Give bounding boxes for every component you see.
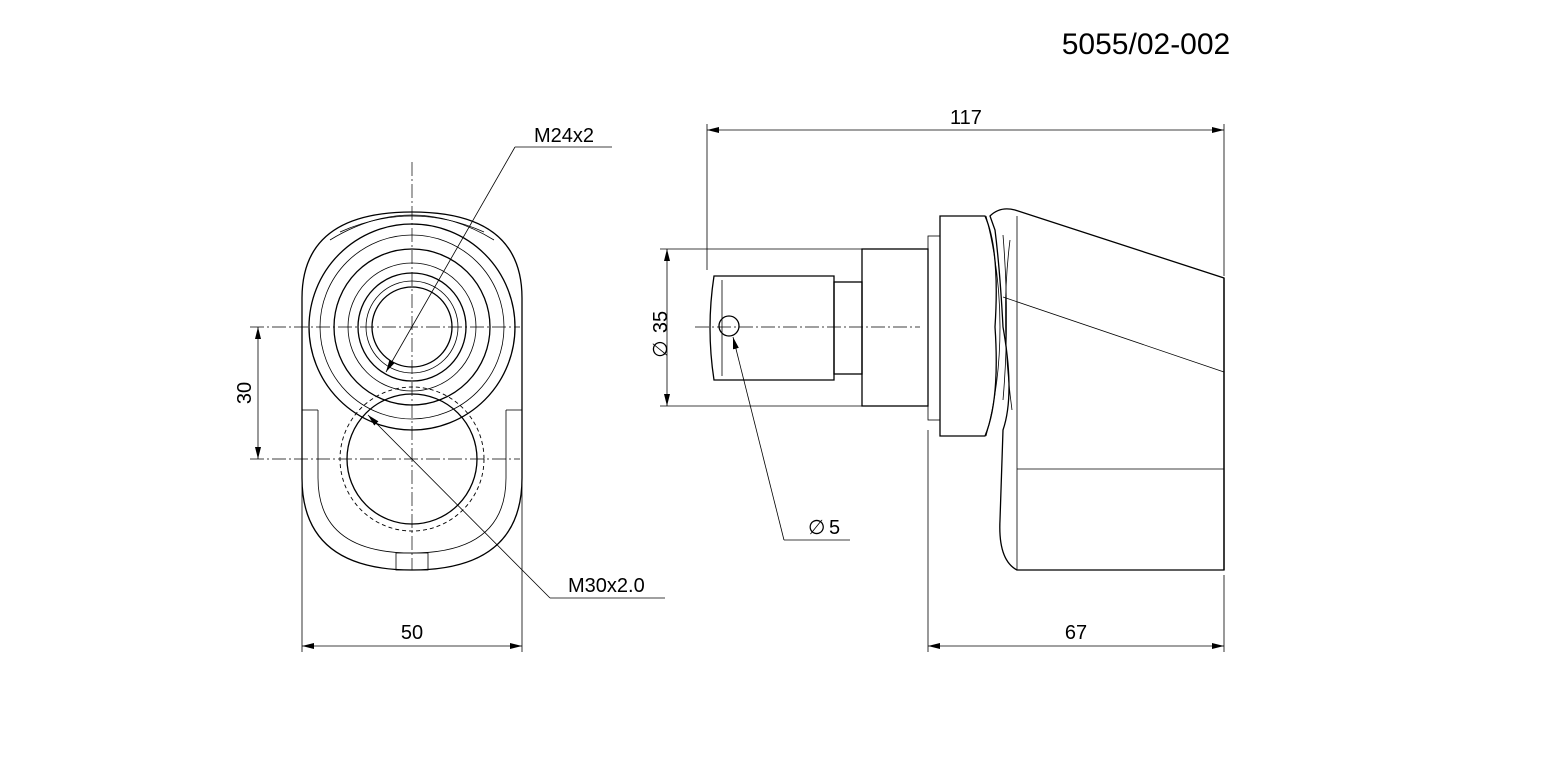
front-ring-3 xyxy=(333,248,491,406)
dim-30-label: 30 xyxy=(234,382,256,404)
dim-35-symbol: ∅ xyxy=(650,340,672,357)
outlet-thread-label: M24x2 xyxy=(534,125,594,147)
side-flange-inner xyxy=(985,215,1001,437)
outlet-thread-leader xyxy=(385,146,516,373)
front-ring-outer xyxy=(308,223,516,431)
inlet-thread-leader xyxy=(367,414,551,599)
side-stem-pin xyxy=(709,275,835,381)
front-ring-5 xyxy=(357,272,467,382)
side-body-outline xyxy=(989,208,1225,571)
dim-5-leader xyxy=(732,336,785,541)
dim-117-label: 117 xyxy=(950,107,982,129)
front-bottom-tab xyxy=(395,552,429,571)
front-inlet-thread-hidden xyxy=(339,386,485,532)
front-housing-outline xyxy=(301,211,523,571)
dim-50-label: 50 xyxy=(401,622,423,644)
front-ring-4 xyxy=(347,262,477,392)
dim-5-symbol: ∅ xyxy=(808,517,825,539)
front-top-collar-inner xyxy=(339,215,485,233)
front-ring-bore xyxy=(371,286,453,368)
side-washer xyxy=(927,235,941,421)
front-ring-2 xyxy=(319,234,505,420)
side-flange xyxy=(939,215,997,437)
front-ring-6 xyxy=(365,280,459,374)
side-body-twist-right xyxy=(1005,239,1013,411)
dim-5-label: 5 xyxy=(829,517,840,539)
side-body-twist-left xyxy=(1002,234,1007,401)
side-view: 117 67 ∅ 35 ∅ 5 xyxy=(650,107,1225,652)
side-stem-collar xyxy=(833,281,863,375)
dim-67-label: 67 xyxy=(1065,622,1087,644)
inlet-thread-label: M30x2.0 xyxy=(568,575,645,597)
front-inlet-circle xyxy=(346,393,478,525)
side-cross-hole xyxy=(718,315,740,337)
front-top-collar xyxy=(329,214,495,241)
side-body-diagonal xyxy=(1002,296,1225,373)
dim-35-label-group: ∅ 35 xyxy=(650,311,672,358)
front-view: M24x2 M30x2.0 30 50 xyxy=(234,125,665,652)
drawing-number: 5055/02-002 xyxy=(1062,28,1231,61)
dim-35-label: 35 xyxy=(650,311,672,333)
side-stem-shoulder xyxy=(861,248,929,407)
